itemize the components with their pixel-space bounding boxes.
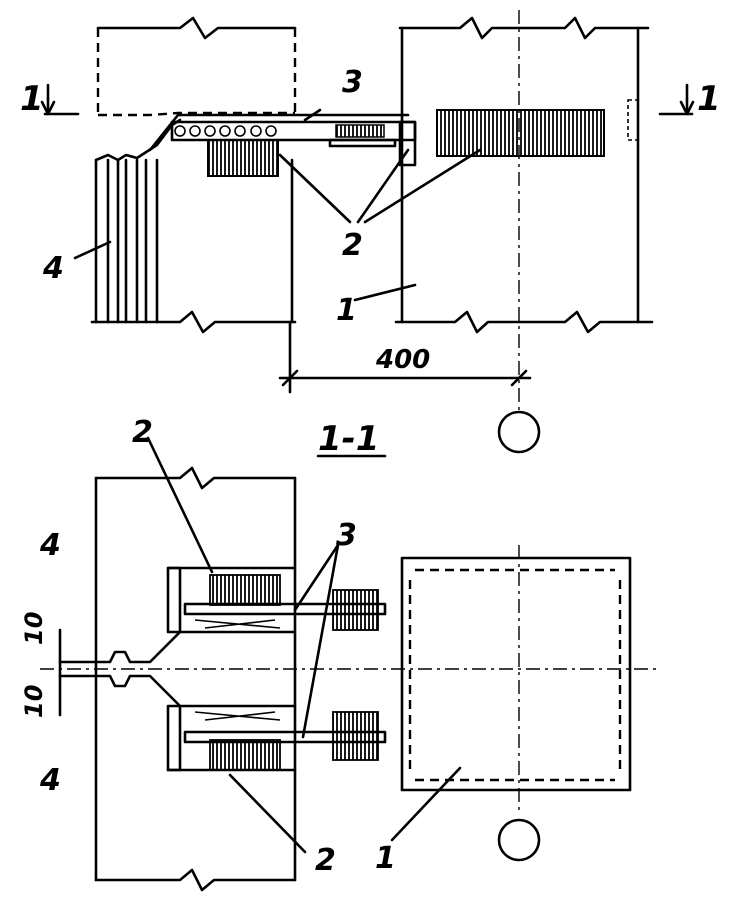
leader-2-upper (146, 436, 214, 574)
weld-upper (194, 619, 281, 629)
dimension-400-label: 400 (375, 345, 430, 375)
leader-3-upper (293, 543, 340, 612)
joint-upper (58, 630, 297, 664)
embedded-block-left (207, 139, 279, 177)
part-2-label-lower: 2 (315, 843, 336, 878)
embedded-plate-end (398, 120, 417, 167)
part-1-label-plan: 1 (336, 293, 357, 328)
section-marker-right-label: 1 (697, 79, 721, 119)
weld-circles (174, 125, 277, 137)
wall-panel-top-break (96, 16, 297, 40)
pocket-lower-edge (166, 704, 182, 772)
column-embed-right (627, 99, 639, 141)
part-2-label-plan: 2 (342, 228, 363, 263)
section-mark-left (40, 83, 80, 116)
column-bottom-break (394, 310, 654, 334)
leader-3-plan (303, 108, 322, 122)
leader-2a (278, 153, 352, 224)
part-3-label-section: 3 (336, 518, 357, 553)
pocket-upper-edge (166, 566, 182, 634)
section-mark-right (658, 83, 695, 116)
joint-lower (58, 674, 297, 708)
column-top-break (398, 16, 650, 40)
wall-panel-bottom-break (90, 310, 297, 334)
rod-lower (183, 730, 387, 744)
nut-plate (328, 138, 397, 148)
connection-plate-upper (148, 113, 410, 152)
dimension-10-lower-label: 10 (20, 685, 48, 718)
part-4-label-upper: 4 (39, 528, 61, 563)
leader-2-lower (228, 773, 307, 854)
leader-3-lower (301, 543, 340, 739)
section-title: 1-1 (318, 419, 379, 459)
part-2-label-upper: 2 (132, 415, 153, 450)
axis-bubble-icon-lower (497, 818, 541, 862)
thread-segment (335, 124, 385, 138)
leader-2b (356, 148, 410, 224)
weld-lower (194, 711, 281, 721)
leader-4-plan (73, 240, 112, 260)
section-view (40, 436, 660, 892)
part-3-label-plan: 3 (342, 65, 363, 100)
wall-panel-cut-line (98, 111, 295, 117)
part-4-label-lower: 4 (39, 763, 61, 798)
block-upper (209, 574, 281, 606)
leader-1-section (390, 766, 462, 842)
nut-upper (332, 589, 379, 631)
plan-view (40, 10, 695, 454)
section-marker-left-label: 1 (20, 79, 44, 119)
part-4-label-plan: 4 (42, 251, 64, 286)
nut-lower (332, 711, 379, 761)
section-column (400, 556, 632, 792)
rod-upper (183, 602, 387, 616)
section-wall-bottom-break (94, 868, 297, 892)
dimension-10-upper-label: 10 (20, 612, 48, 645)
block-lower (209, 739, 281, 771)
leader-1-plan (353, 283, 417, 302)
part-1-label-section: 1 (375, 841, 396, 876)
wall-layers (94, 118, 182, 324)
embedded-block-right (436, 109, 605, 157)
dimension-400 (278, 320, 532, 394)
axis-bubble-icon (497, 410, 541, 454)
section-wall-top-break (94, 466, 297, 490)
section-column-embeds (408, 568, 622, 782)
leader-2c (363, 148, 482, 224)
